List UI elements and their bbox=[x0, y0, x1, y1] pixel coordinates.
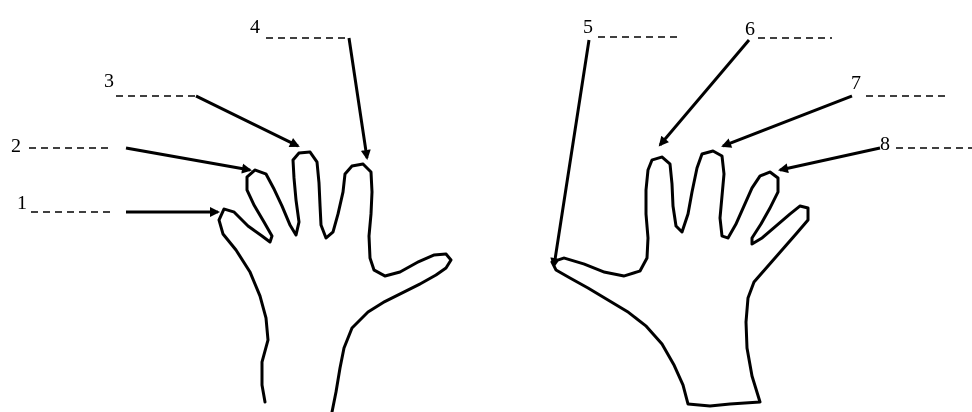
label-2: 2 bbox=[11, 135, 252, 174]
label-4: 4 bbox=[250, 16, 371, 160]
label-2-number: 2 bbox=[11, 135, 21, 157]
left-hand-outline bbox=[217, 150, 453, 412]
label-6-arrow bbox=[658, 39, 751, 147]
right-hand-outline bbox=[550, 149, 810, 408]
label-4-arrow bbox=[347, 37, 371, 160]
label-8-arrow bbox=[778, 146, 881, 174]
label-6-number: 6 bbox=[745, 18, 755, 40]
label-4-number: 4 bbox=[250, 16, 260, 38]
label-5: 5 bbox=[550, 16, 678, 268]
label-5-number: 5 bbox=[583, 16, 593, 38]
label-3: 3 bbox=[104, 70, 300, 148]
label-7-arrow bbox=[721, 94, 853, 148]
label-8-number: 8 bbox=[880, 133, 890, 155]
label-3-arrow bbox=[195, 94, 300, 148]
label-3-number: 3 bbox=[104, 70, 114, 92]
label-1: 1 bbox=[17, 192, 220, 217]
label-1-number: 1 bbox=[17, 192, 27, 214]
label-7-number: 7 bbox=[851, 72, 861, 94]
label-7: 7 bbox=[721, 72, 946, 148]
label-6: 6 bbox=[658, 18, 832, 147]
label-5-arrow bbox=[550, 39, 591, 268]
label-8: 8 bbox=[778, 133, 972, 174]
label-2-arrow bbox=[125, 146, 252, 174]
